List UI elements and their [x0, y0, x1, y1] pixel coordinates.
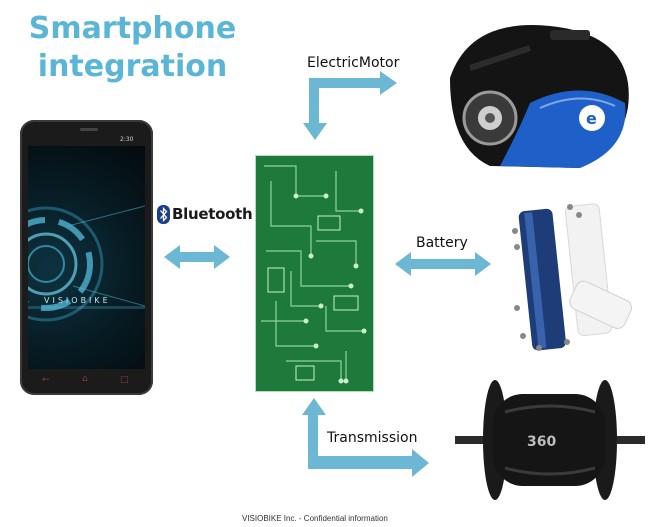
circuit-traces [261, 165, 367, 384]
label-electric-motor: ElectricMotor [307, 55, 400, 71]
title-line-1: Smartphone [28, 11, 237, 46]
label-battery: Battery [416, 235, 468, 251]
phone-brand-label: VISIOBIKE [44, 296, 111, 305]
bluetooth-icon [157, 205, 170, 224]
arrow-bluetooth [164, 245, 230, 269]
arrow-battery [395, 252, 491, 276]
label-transmission: Transmission [327, 430, 418, 446]
title-line-2: integration [37, 49, 228, 84]
arrow-motor-path [303, 71, 397, 140]
circuit-board-image [255, 155, 374, 392]
phone-back-key: ← [42, 375, 50, 385]
phone-home-key: ⌂ [82, 374, 88, 384]
battery-image [512, 203, 632, 351]
arrow-transmission-path [302, 398, 429, 477]
electric-motor-image: e [450, 25, 629, 168]
phone-graphic [28, 205, 145, 322]
smartphone-image: 2:30 VISIOBIKE ← ⌂ □ [20, 120, 153, 395]
svg-text:e: e [586, 109, 597, 128]
transmission-hub-image: 360 [455, 380, 645, 500]
bluetooth-label: Bluetooth [172, 205, 253, 223]
footer-confidential: VISIOBIKE Inc. - Confidential informatio… [242, 514, 388, 523]
phone-screen: VISIOBIKE [28, 146, 145, 369]
svg-text:360: 360 [527, 434, 556, 450]
phone-status-time: 2:30 [120, 136, 134, 143]
page-title: Smartphone integration [0, 10, 265, 86]
phone-recent-key: □ [120, 375, 129, 385]
bluetooth-logo: Bluetooth [157, 203, 253, 227]
phone-speaker [80, 128, 98, 131]
